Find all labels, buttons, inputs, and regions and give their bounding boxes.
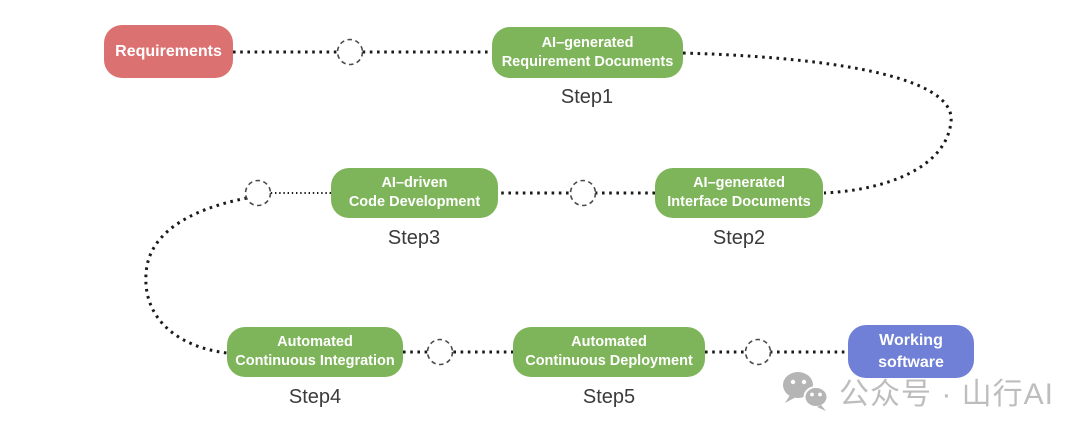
node-working-software-line2: software <box>878 353 944 371</box>
wechat-icon <box>783 372 829 411</box>
node-step3: AI–driven Code Development <box>331 168 498 218</box>
caption-step2: Step2 <box>712 227 766 249</box>
caption-step5: Step5 <box>582 386 636 408</box>
node-requirements-label: Requirements <box>115 42 222 60</box>
node-step2: AI–generated Interface Documents <box>655 168 823 218</box>
node-step5-line1: Automated <box>571 334 647 351</box>
connector-circle-4 <box>426 338 454 366</box>
connector-circle-3 <box>244 179 272 207</box>
caption-step4: Step4 <box>288 386 342 408</box>
node-working-software: Working software <box>848 325 974 378</box>
dotted-connector-step1-step2-curve <box>682 51 953 195</box>
caption-step1: Step1 <box>560 86 614 108</box>
node-step5-line2: Continuous Deployment <box>525 353 693 369</box>
node-step5: Automated Continuous Deployment <box>513 327 705 377</box>
node-step3-line2: Code Development <box>348 194 481 210</box>
node-step2-line2: Interface Documents <box>667 194 811 210</box>
node-step1-line1: AI–generated <box>541 34 634 51</box>
node-step4-line1: Automated <box>277 334 353 351</box>
dotted-connector-step3-step4-curve <box>144 196 248 355</box>
node-working-software-line1: Working <box>879 332 943 350</box>
node-requirements: Requirements <box>104 25 233 78</box>
connector-circle-5 <box>744 338 772 366</box>
caption-step3: Step3 <box>387 227 441 249</box>
node-step2-line1: AI–generated <box>693 175 785 192</box>
watermark-text: 公众号 · 山行AI <box>839 378 1055 411</box>
node-step4-line2: Continuous Integration <box>235 353 395 369</box>
watermark: 公众号 · 山行AI <box>781 369 1054 413</box>
connector-circle-2 <box>569 179 597 207</box>
node-step1: AI–generated Requirement Documents <box>492 27 683 78</box>
connector-circle-1 <box>336 38 364 66</box>
node-step4: Automated Continuous Integration <box>227 327 403 377</box>
node-step3-line1: AI–driven <box>381 175 448 192</box>
node-step1-line2: Requirement Documents <box>501 53 674 70</box>
